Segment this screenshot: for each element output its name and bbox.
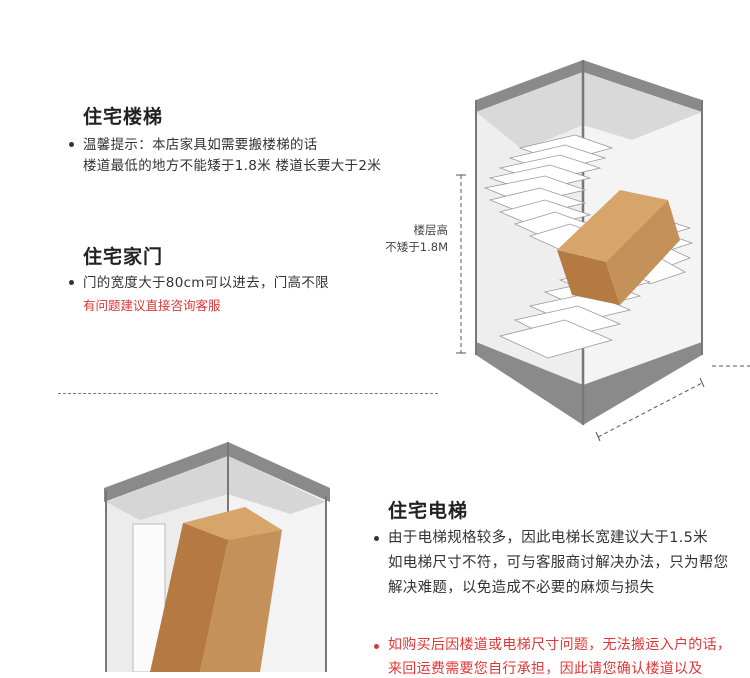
stairs-line-2: 楼道最低的地方不能矮于1.8米 楼道长要大于2米 xyxy=(83,158,382,174)
stairs-title: 住宅楼梯 xyxy=(83,106,164,128)
bullet-dot-red xyxy=(374,644,379,649)
elevator-line-2: 如电梯尺寸不符，可与客服商讨解决办法，只为帮您 xyxy=(388,555,729,571)
bullet-dot xyxy=(374,536,379,541)
section-divider xyxy=(58,393,438,394)
door-note: 有问题建议直接咨询客服 xyxy=(83,298,221,313)
elevator-line-1: 由于电梯规格较多，因此电梯长宽建议大于1.5米 xyxy=(388,530,708,546)
elevator-line-3: 解决难题，以免造成不必要的麻烦与损失 xyxy=(388,580,655,596)
dimension-line-2: 不矮于1.8M xyxy=(385,240,448,254)
bullet-dot xyxy=(69,280,74,285)
height-dimension-label: 楼层高 不矮于1.8M xyxy=(372,222,448,256)
staircase-box-illustration xyxy=(456,60,750,442)
door-title: 住宅家门 xyxy=(83,246,164,268)
stairs-line-1: 温馨提示：本店家具如需要搬楼梯的话 xyxy=(83,137,318,153)
elevator-box-illustration xyxy=(104,442,330,672)
elevator-title: 住宅电梯 xyxy=(388,500,469,522)
door-line-1: 门的宽度大于80cm可以进去，门高不限 xyxy=(83,275,329,291)
dimension-line-1: 楼层高 xyxy=(413,223,449,237)
warning-line-1: 如购买后因楼道或电梯尺寸问题，无法搬运入户的话， xyxy=(388,637,732,653)
bullet-dot xyxy=(69,142,74,147)
warning-line-2: 来回运费需要您自行承担，因此请您确认楼道以及 xyxy=(388,661,703,677)
